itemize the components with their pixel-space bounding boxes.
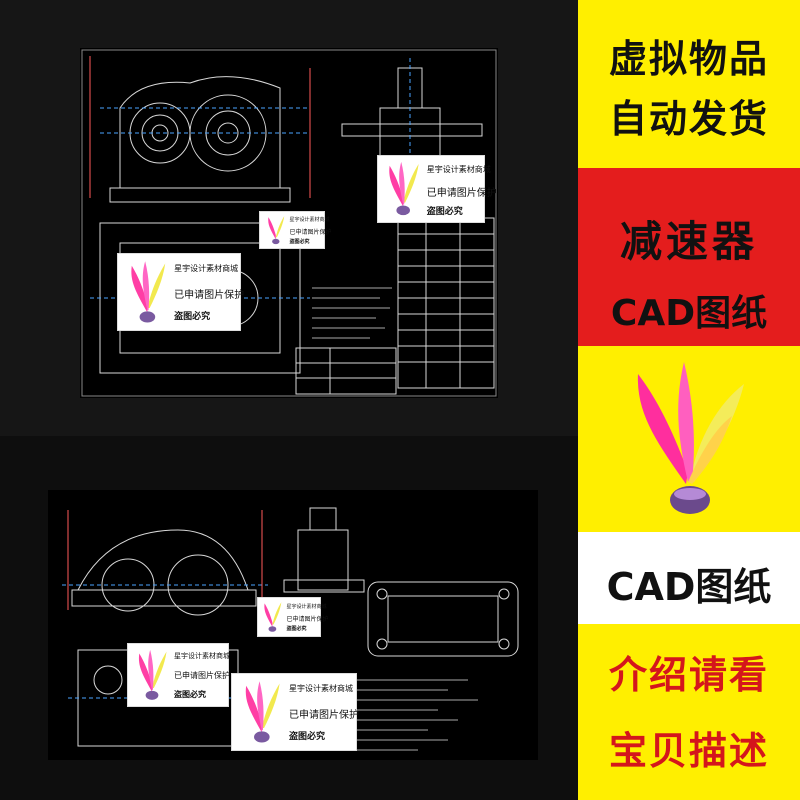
watermark-warning: 盗图必究: [174, 689, 206, 699]
promo-sidebar: 虚拟物品 自动发货 减速器 CAD图纸 CAD图纸 介绍请看 宝贝描述: [578, 0, 800, 800]
delivery-banner: 虚拟物品 自动发货: [578, 0, 800, 168]
watermark-card-top-left: 星宇设计素材商城 已申请图片保护 盗图必究: [118, 254, 245, 330]
description-note-line-2: 宝贝描述: [608, 729, 769, 773]
shuttlecock-banner: [578, 346, 800, 532]
watermark-shop-name: 星宇设计素材商城: [174, 264, 239, 274]
delivery-line-2: 自动发货: [608, 97, 769, 141]
watermark-card-bottom-right: 星宇设计素材商城 已申请图片保护 盗图必究: [232, 674, 360, 750]
watermark-shop-name: 星宇设计素材商城: [426, 164, 491, 174]
watermark-shop-name: 星宇设计素材商城: [289, 684, 354, 694]
shuttlecock-icon: [131, 260, 166, 323]
shuttlecock-icon: [264, 602, 282, 633]
product-name: 减速器: [619, 217, 758, 266]
watermark-protection-note: 已申请图片保护: [174, 671, 230, 681]
watermark-protection-note: 已申请图片保护: [289, 709, 360, 721]
shuttlecock-icon: [389, 161, 419, 216]
description-note-line-1: 介绍请看: [608, 653, 769, 697]
watermark-protection-note: 已申请图片保护: [286, 615, 329, 623]
drawing-panel-top: 星宇设计素材商城 已申请图片保护 盗图必究 星宇设计素材商城 已申请图片保护 盗…: [0, 0, 578, 436]
watermark-warning: 盗图必究: [426, 206, 463, 217]
shuttlecock-icon: [637, 362, 744, 514]
watermark-warning: 盗图必究: [174, 311, 211, 322]
shuttlecock-icon: [245, 680, 280, 743]
shuttlecock-icon: [267, 216, 284, 245]
drawing-panel-bottom: 星宇设计素材商城 已申请图片保护 盗图必究 星宇设计素材商城 已申请图片保护 盗…: [0, 436, 578, 800]
watermark-card-bottom-left: 星宇设计素材商城 已申请图片保护 盗图必究: [128, 644, 230, 706]
watermark-shop-name: 星宇设计素材商城: [286, 603, 327, 610]
watermark-protection-note: 已申请图片保护: [174, 289, 245, 301]
product-title-banner: 减速器 CAD图纸: [578, 168, 800, 346]
product-format: CAD图纸: [610, 293, 768, 334]
watermark-protection-note: 已申请图片保护: [289, 229, 332, 237]
watermark-shop-name: 星宇设计素材商城: [289, 217, 330, 224]
watermark-warning: 盗图必究: [289, 238, 310, 245]
cad-badge-text: CAD图纸: [606, 565, 772, 609]
shuttlecock-icon: [138, 649, 167, 700]
watermark-card-small-bottom: 星宇设计素材商城 已申请图片保护 盗图必究: [258, 598, 329, 636]
watermark-protection-note: 已申请图片保护: [426, 187, 497, 199]
watermark-card-small-top: 星宇设计素材商城 已申请图片保护 盗图必究: [260, 212, 332, 248]
watermark-shop-name: 星宇设计素材商城: [174, 652, 230, 661]
delivery-line-1: 虚拟物品: [608, 37, 769, 81]
watermark-warning: 盗图必究: [286, 626, 307, 633]
watermark-warning: 盗图必究: [289, 731, 326, 742]
description-note: 介绍请看 宝贝描述: [578, 624, 800, 800]
cad-badge: CAD图纸: [578, 532, 800, 624]
watermark-card-top-right: 星宇设计素材商城 已申请图片保护 盗图必究: [378, 156, 497, 222]
